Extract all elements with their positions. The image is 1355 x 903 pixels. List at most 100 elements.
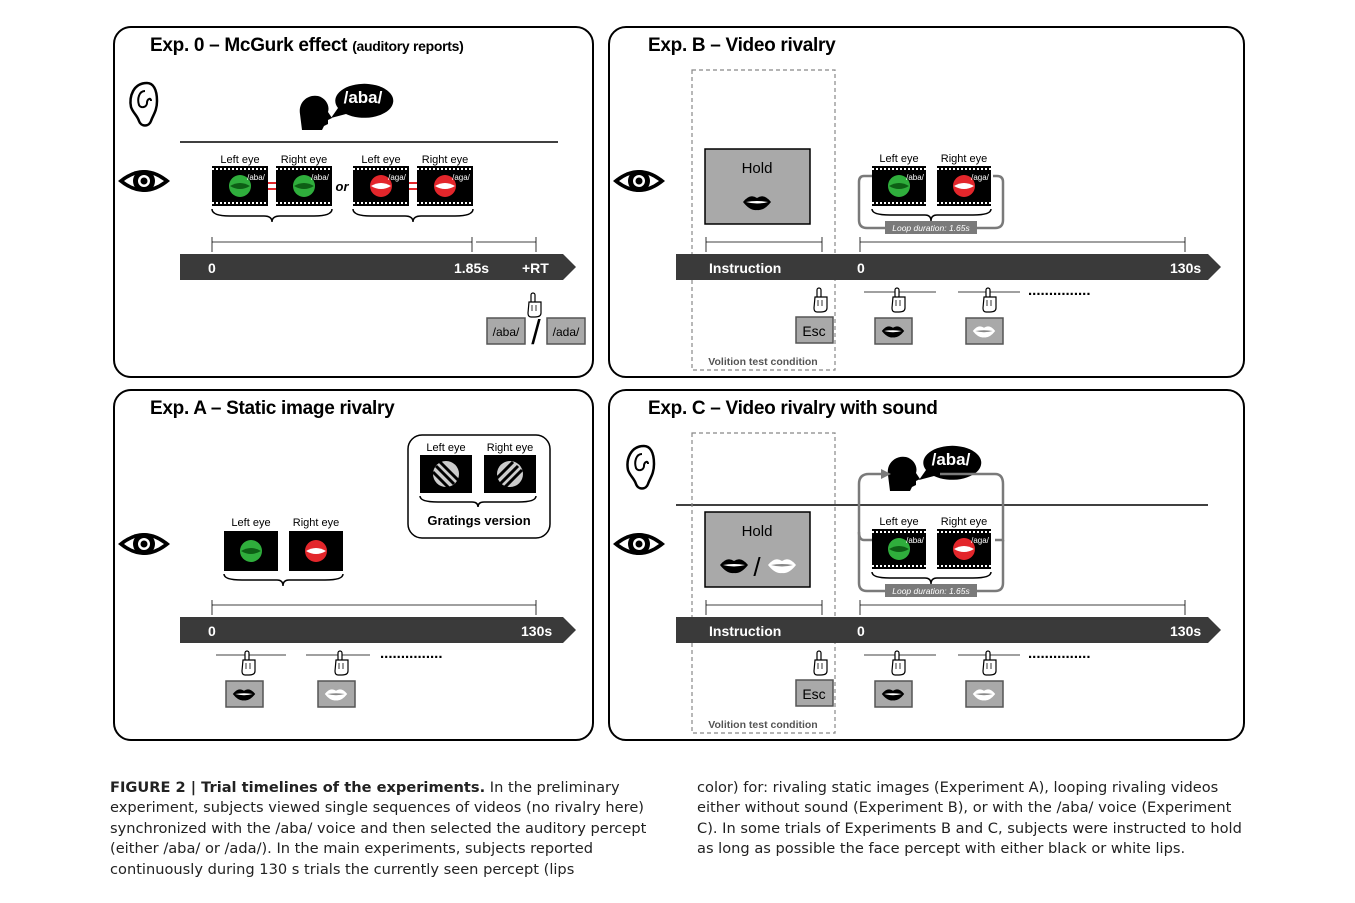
- frame-aba-text: /aba/: [906, 536, 925, 545]
- hold-box: [704, 511, 811, 588]
- hold-text: Hold: [742, 160, 773, 177]
- speech-bubble: /aba/: [919, 445, 982, 480]
- dots-text: ...............: [380, 645, 443, 662]
- frame-aga-text: /aga/: [971, 536, 990, 545]
- label-right-eye: Right eye: [941, 153, 987, 165]
- esc-key: [795, 679, 834, 707]
- instruction-label: Instruction: [709, 623, 781, 639]
- frame-aga-text: /aga/: [388, 173, 407, 182]
- instruction-label: Instruction: [709, 260, 781, 276]
- timeline-start: 0: [208, 623, 216, 639]
- panel-title-exp0: Exp. 0 – McGurk effect (auditory reports…: [150, 35, 464, 57]
- eye-icon: [118, 170, 170, 192]
- film-frame-icon: /aba/: [212, 166, 268, 206]
- exp0-subtitle: (auditory reports): [352, 38, 464, 54]
- or-text: or: [336, 179, 350, 194]
- bubble-aba-text: /aba/: [344, 88, 383, 107]
- expA-graphics: Left eye Right eye Left eye Right eye Gr…: [118, 434, 576, 708]
- ear-icon: [129, 81, 159, 127]
- dots-text: ...............: [1028, 282, 1091, 299]
- volition-label: Volition test condition: [708, 719, 817, 731]
- eye-icon: [118, 533, 170, 555]
- timeline-end: +RT: [522, 260, 549, 276]
- caption-col-1: FIGURE 2 | Trial timelines of the experi…: [110, 778, 656, 880]
- film-frame-icon: /aga/: [937, 166, 991, 206]
- label-left-eye: Left eye: [426, 442, 465, 454]
- speaker-head-icon: [299, 95, 332, 130]
- label-right-eye: Right eye: [487, 442, 533, 454]
- label-left-eye: Left eye: [361, 154, 400, 166]
- sound-loop-arrow: [857, 472, 883, 542]
- timeline-bar: [676, 617, 1221, 643]
- timeline-bar: [180, 617, 576, 643]
- timeline-start: 0: [857, 623, 865, 639]
- film-frame-icon: /aba/: [872, 529, 926, 569]
- film-frame-icon: /aga/: [353, 166, 409, 206]
- film-frame-icon: /aga/: [417, 166, 473, 206]
- bubble-aba-text: /aba/: [932, 450, 971, 469]
- timeline-end: 130s: [1170, 260, 1201, 276]
- dots-text: ...............: [1028, 645, 1091, 662]
- speaker-head-icon: [887, 456, 920, 491]
- key-ada: [546, 317, 586, 345]
- loop-duration-box: [885, 584, 977, 597]
- film-frame-icon: /aba/: [276, 166, 332, 206]
- film-frame-icon: /aga/: [937, 529, 991, 569]
- caption-lead: FIGURE 2 | Trial timelines of the experi…: [110, 779, 486, 796]
- gratings-version-text: Gratings version: [427, 513, 530, 528]
- timeline-bar: [676, 254, 1221, 280]
- label-right-eye: Right eye: [281, 154, 327, 166]
- label-left-eye: Left eye: [220, 154, 259, 166]
- expC-graphics: Hold / /aba/ Left eye Right eye /aba/: [613, 432, 1221, 734]
- panel-title-expA: Exp. A – Static image rivalry: [150, 398, 395, 419]
- caption-text-2: color) for: rivaling static images (Expe…: [697, 779, 1242, 858]
- esc-text: Esc: [802, 686, 825, 702]
- hand-pointer-icon: [813, 650, 828, 676]
- label-left-eye: Left eye: [879, 516, 918, 528]
- label-left-eye: Left eye: [879, 153, 918, 165]
- label-right-eye: Right eye: [422, 154, 468, 166]
- volition-box: [691, 432, 836, 734]
- label-left-eye: Left eye: [231, 517, 270, 529]
- volition-box: [691, 69, 836, 371]
- timeline-start: 0: [208, 260, 216, 276]
- hold-text: Hold: [742, 523, 773, 540]
- timeline-mid: 1.85s: [454, 260, 489, 276]
- exp0-title: Exp. 0 – McGurk effect: [150, 35, 348, 56]
- hold-box: [704, 148, 811, 225]
- timeline-start: 0: [857, 260, 865, 276]
- expB-graphics: Hold Left eye Right eye /aba/ /aga/ Loop…: [613, 69, 1221, 371]
- panel-title-expB: Exp. B – Video rivalry: [648, 35, 836, 56]
- caption-text-1: In the preliminary experiment, subjects …: [110, 779, 647, 878]
- ear-icon: [626, 444, 656, 490]
- timeline-end: 130s: [1170, 623, 1201, 639]
- label-right-eye: Right eye: [293, 517, 339, 529]
- exp0-graphics: /aba/ Left eye Right eye Left eye Right …: [118, 81, 586, 352]
- brace: [352, 208, 474, 223]
- figure-graphics: /aba/ Left eye Right eye Left eye Right …: [118, 69, 1221, 734]
- label-right-eye: Right eye: [941, 516, 987, 528]
- frame-aba-text: /aba/: [906, 173, 925, 182]
- eye-icon: [613, 533, 665, 555]
- key-slash: /: [531, 314, 541, 352]
- speech-bubble: /aba/: [331, 83, 394, 118]
- hand-pointer-icon: [813, 287, 828, 313]
- brace: [419, 495, 537, 508]
- caption-col-2: color) for: rivaling static images (Expe…: [697, 778, 1245, 860]
- panel-title-expC: Exp. C – Video rivalry with sound: [648, 398, 938, 419]
- brace: [871, 571, 992, 585]
- frame-aba-text: /aba/: [311, 173, 330, 182]
- sound-loop-line: [940, 472, 1005, 542]
- key-aba-text: /aba/: [493, 325, 520, 339]
- eye-icon: [613, 170, 665, 192]
- frame-aga-text: /aga/: [452, 173, 471, 182]
- hold-slash: /: [753, 552, 761, 582]
- film-frame-icon: /aba/: [872, 166, 926, 206]
- volition-label: Volition test condition: [708, 356, 817, 368]
- brace: [223, 573, 344, 587]
- key-aba: [486, 317, 526, 345]
- brace: [871, 208, 992, 222]
- brace: [211, 208, 333, 223]
- frame-aga-text: /aga/: [971, 173, 990, 182]
- esc-text: Esc: [802, 323, 825, 339]
